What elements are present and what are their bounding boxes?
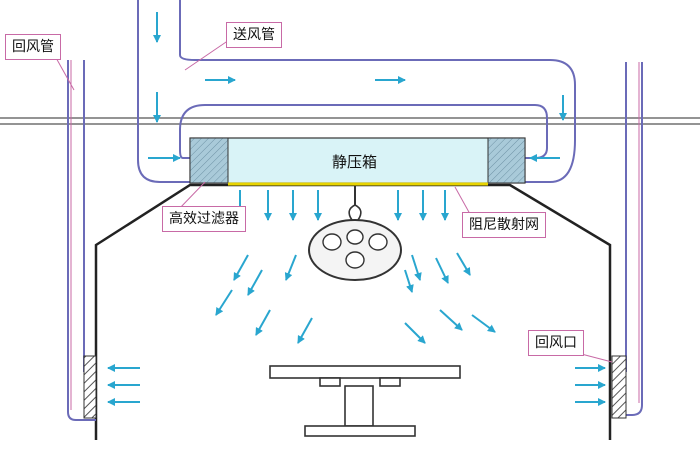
airflow-arrows (107, 12, 606, 406)
operating-table-icon (269, 365, 461, 437)
airflow-arrow (456, 252, 471, 276)
left-hepa-filter (189, 137, 229, 184)
airflow-arrow (471, 314, 496, 333)
left-return-grille (83, 355, 97, 419)
hepa-filter-label: 高效过滤器 (162, 206, 246, 232)
airflow-arrow (439, 309, 463, 331)
airflow-arrow (284, 254, 297, 281)
airflow-arrow (215, 289, 233, 316)
airflow-arrow (435, 257, 449, 284)
left-return-duct (67, 60, 97, 421)
airflow-arrow (411, 254, 422, 281)
airflow-arrow (404, 269, 414, 293)
right-hepa-filter (487, 137, 526, 184)
return-inlet-label: 回风口 (528, 330, 584, 356)
airflow-arrow (297, 317, 313, 344)
damping-mesh-label: 阻尼散射网 (462, 212, 546, 238)
right-return-duct (611, 62, 643, 419)
airflow-arrow (255, 309, 271, 336)
return-pipe-label: 回风管 (5, 34, 61, 60)
right-return-grille (611, 355, 627, 419)
airflow-arrow (233, 254, 249, 281)
plenum-box-label: 静压箱 (332, 153, 378, 171)
plenum-box (189, 137, 526, 184)
airflow-arrow (247, 269, 263, 296)
airflow-arrow (404, 322, 426, 344)
supply-pipe-label: 送风管 (226, 22, 282, 48)
surgical-light-icon (308, 186, 402, 281)
ceiling-lines (0, 117, 700, 125)
